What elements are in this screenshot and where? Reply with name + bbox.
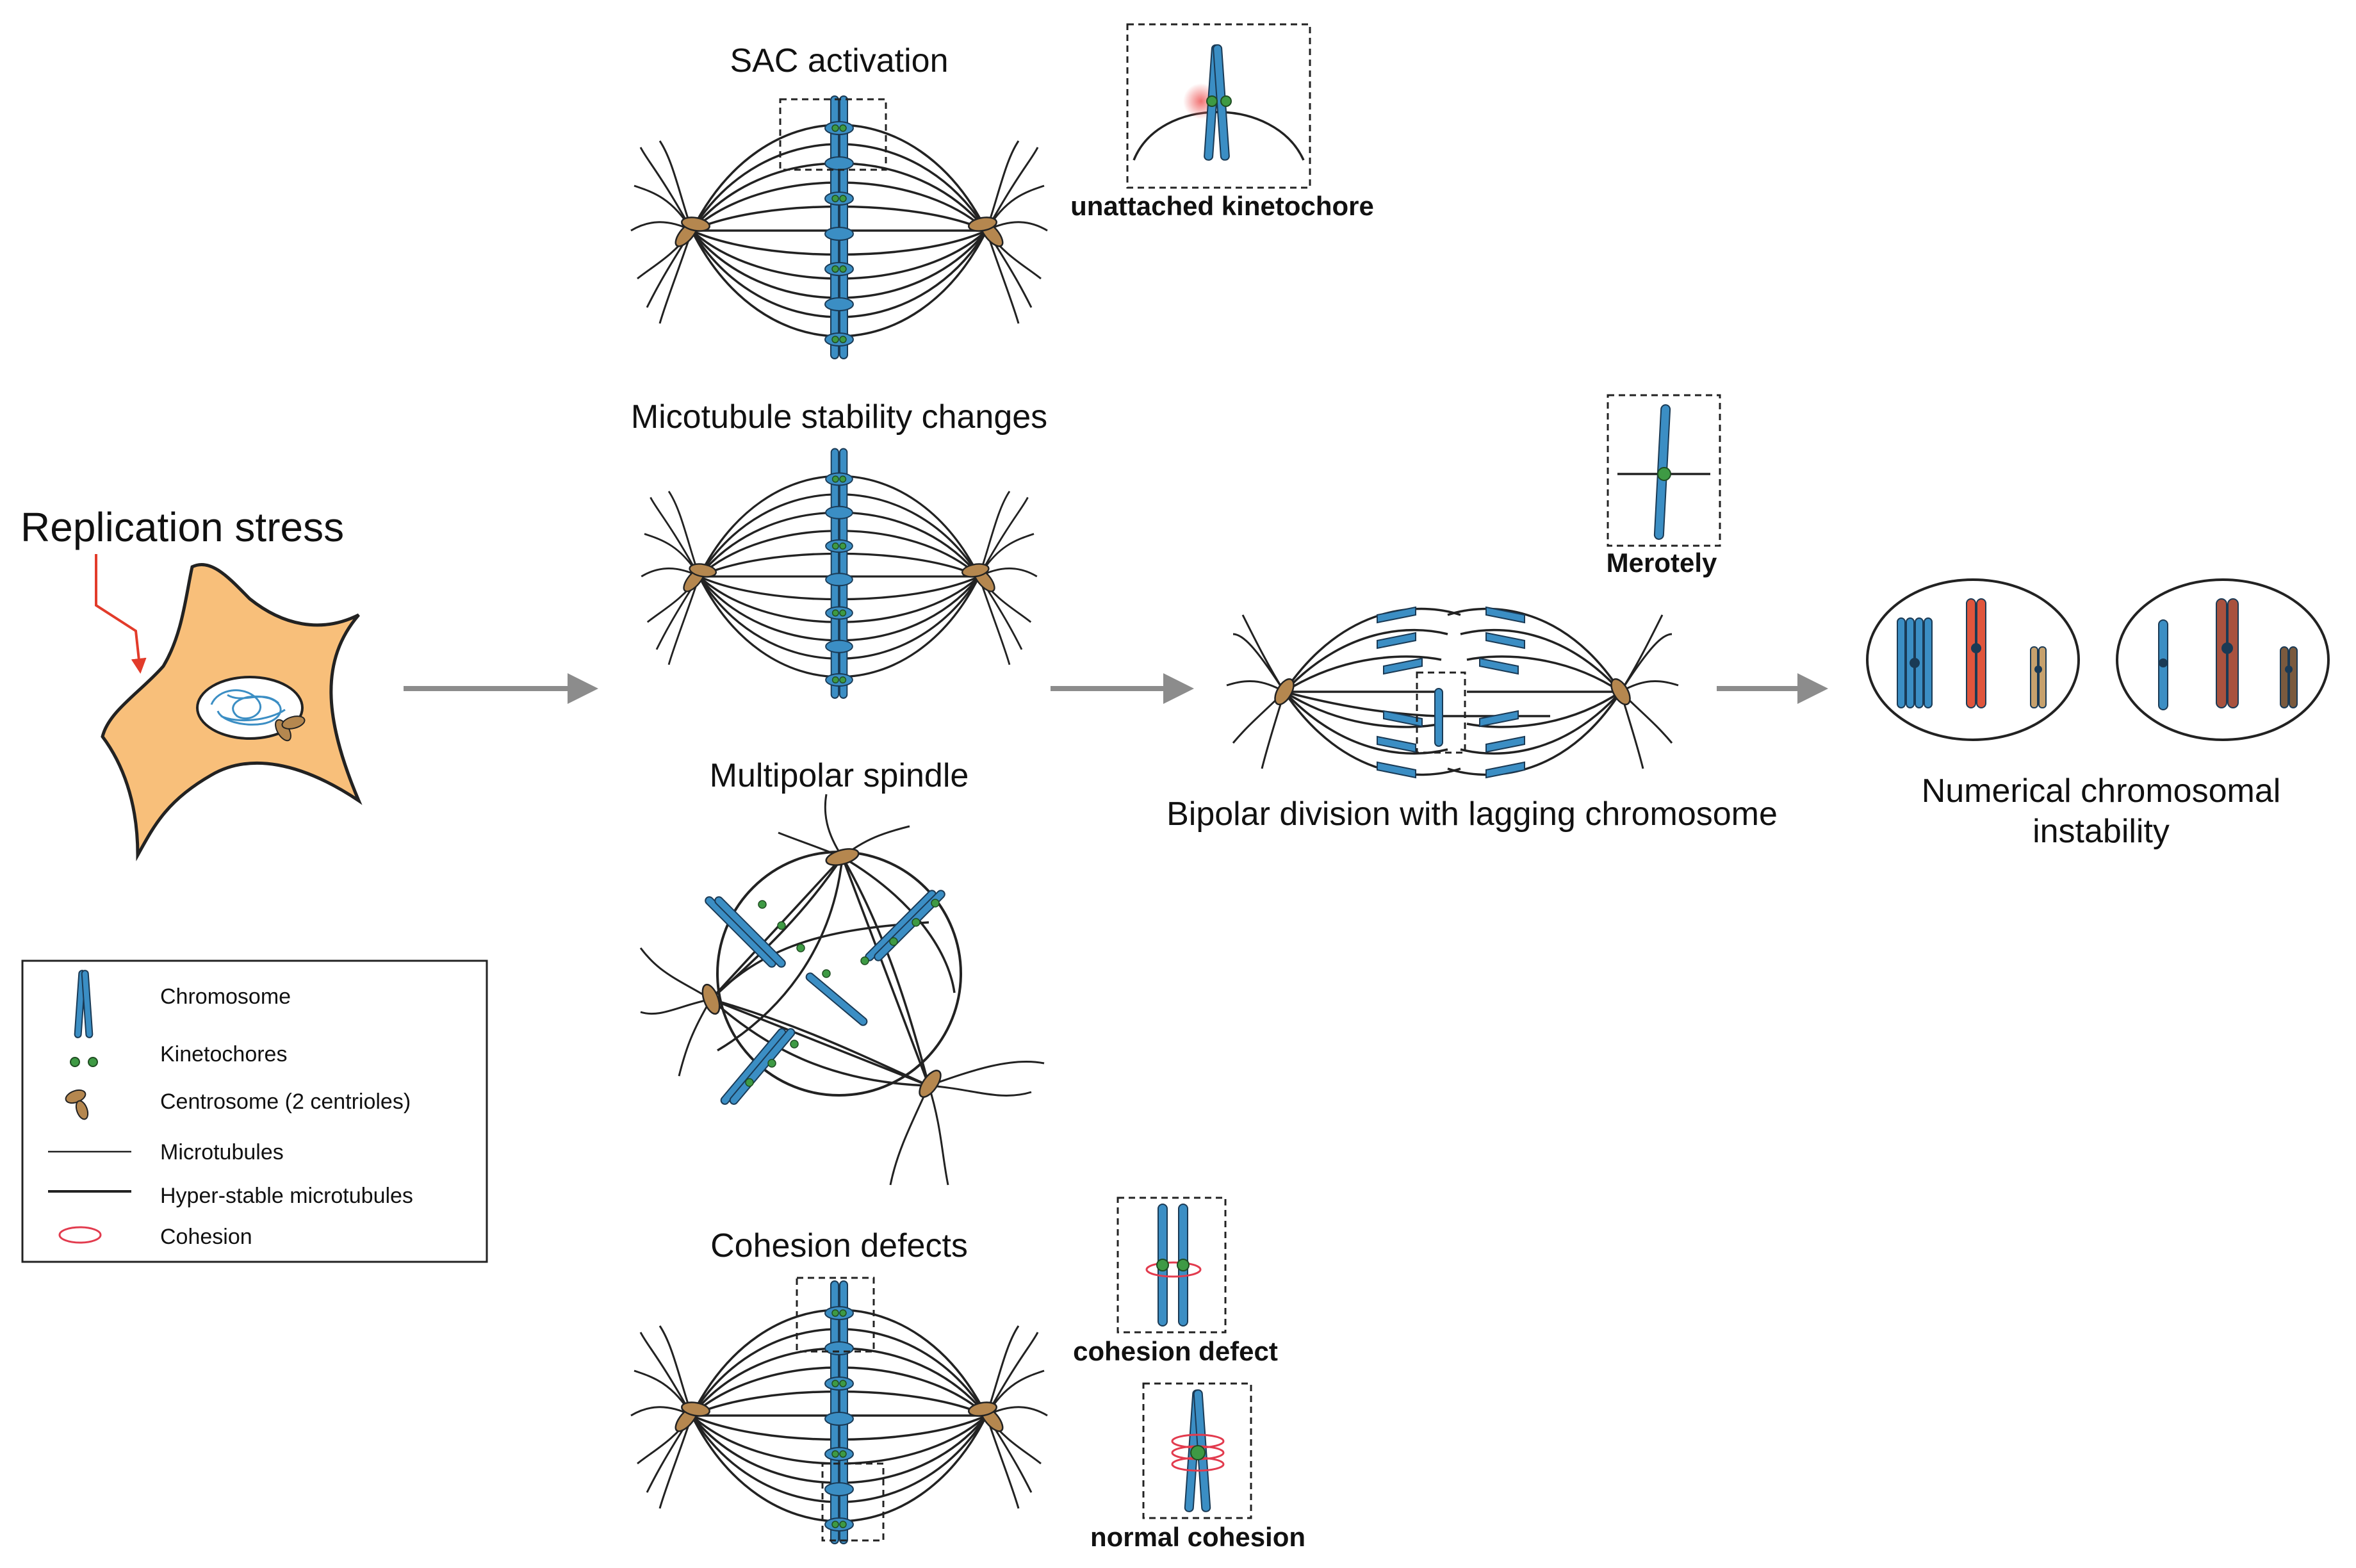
left-cell-chromosomes: [1897, 598, 2047, 708]
cohesion-defect-inset: [1117, 1196, 1227, 1334]
kinetochore-left: [1156, 1259, 1169, 1271]
merotelic-kinetochore: [1657, 467, 1671, 481]
lagging-chromosome: [1434, 688, 1443, 747]
replication-stress-arrow: [95, 554, 147, 674]
bipolar-division-label: Bipolar division with lagging chromosome: [1166, 796, 1778, 833]
dna-strands: [210, 689, 286, 726]
replication-stress-panel: Replication stress: [20, 504, 363, 862]
kinetochore-right: [1177, 1259, 1190, 1271]
sac-highlight-box: [779, 98, 887, 171]
cohesion-defect-label: cohesion defect: [1073, 1336, 1278, 1366]
lagging-chromosome-box: [1416, 671, 1466, 754]
replication-stress-label: Replication stress: [20, 504, 344, 550]
cohesion-ring-loose: [1145, 1261, 1202, 1278]
kinetochore-pair: [1190, 1445, 1206, 1460]
merotely-label: Merotely: [1607, 548, 1717, 578]
multipolar-spindle-panel: Multipolar spindle: [639, 757, 1045, 1186]
cohesion-defects-title: Cohesion defects: [710, 1227, 968, 1264]
kinetochore-right: [1220, 95, 1232, 107]
microtubule-stability-title: Micotubule stability changes: [631, 398, 1047, 436]
chromosome-icon: [74, 970, 94, 1038]
bipolar-division-panel: Merotely: [1166, 394, 1778, 833]
kinetochore-left: [1206, 95, 1218, 107]
legend: Chromosome Kinetochores Centrosome (2 ce…: [21, 960, 488, 1263]
legend-cohesion-label: Cohesion: [160, 1225, 252, 1249]
legend-kinetochores-label: Kinetochores: [160, 1042, 287, 1066]
legend-hyperstable-label: Hyper-stable microtubules: [160, 1184, 413, 1208]
cohesion-spindle: [630, 1280, 1049, 1545]
merotely-inset: [1607, 394, 1721, 547]
sac-spindle: [630, 95, 1049, 360]
numerical-cin-label-line2: instability: [2033, 813, 2170, 850]
legend-chromosome-label: Chromosome: [160, 984, 291, 1009]
sac-activation-title: SAC activation: [730, 42, 948, 79]
cohesion-highlight-top: [796, 1277, 875, 1353]
cohesion-ring-icon: [58, 1226, 102, 1244]
multipolar-spindle-title: Multipolar spindle: [710, 757, 969, 794]
legend-centrosome-label: Centrosome (2 centrioles): [160, 1090, 411, 1114]
cell-centrosome: [275, 715, 306, 742]
microtubule-stability-panel: Micotubule stability changes: [631, 398, 1047, 699]
normal-cohesion-label: normal cohesion: [1090, 1522, 1305, 1552]
numerical-cin-label-line1: Numerical chromosomal: [1922, 772, 2281, 810]
normal-cohesion-inset: [1142, 1382, 1252, 1519]
legend-box: [21, 960, 488, 1263]
unattached-kinetochore-label: unattached kinetochore: [1070, 191, 1374, 221]
sac-activation-panel: SAC activation unattached kinetochore: [630, 23, 1374, 360]
stability-spindle: [640, 447, 1038, 699]
unattached-kinetochore-inset: [1126, 23, 1311, 189]
numerical-cin-panel: Numerical chromosomal instability: [1866, 578, 2330, 850]
legend-microtubules-label: Microtubules: [160, 1140, 284, 1164]
cohesion-defects-panel: Cohesion defects cohesion defect normal …: [630, 1196, 1305, 1552]
kinetochore-icon: [70, 1057, 98, 1067]
centrosome-icon: [65, 1089, 89, 1120]
cohesion-highlight-bottom: [821, 1462, 885, 1542]
